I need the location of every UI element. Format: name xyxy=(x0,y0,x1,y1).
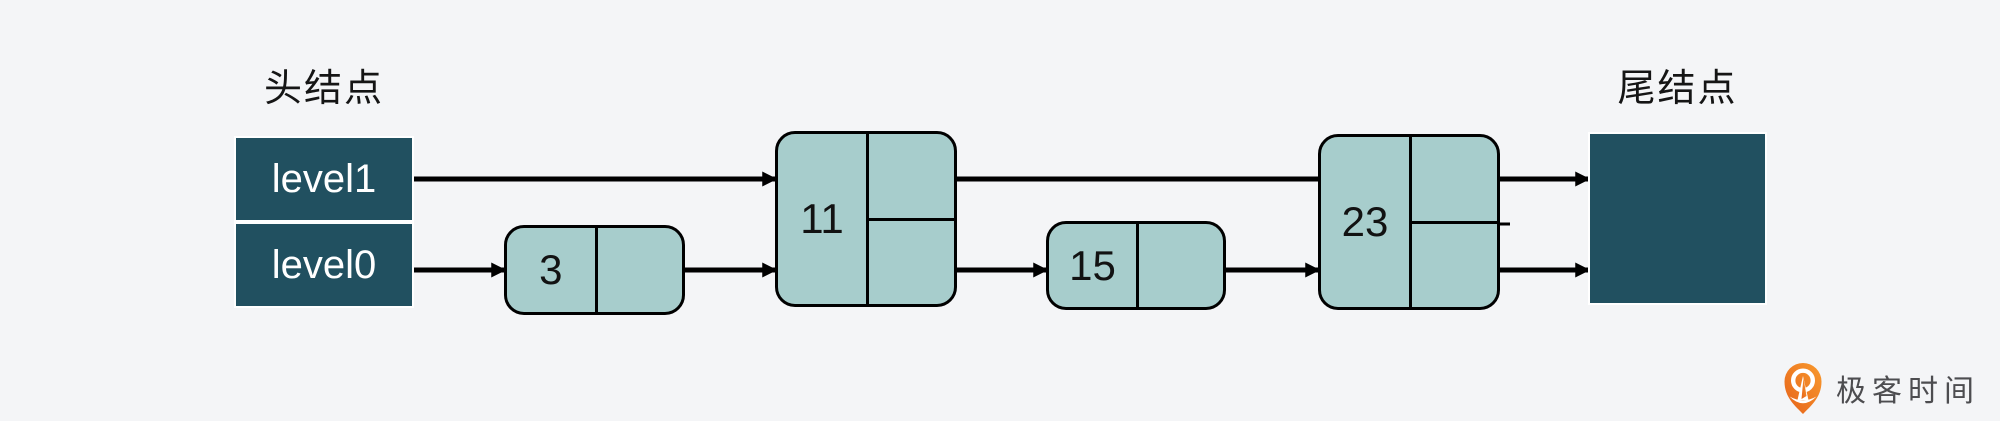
head-node-label: 头结点 xyxy=(263,68,384,110)
geektime-icon xyxy=(1784,363,1822,414)
geektime-logo-text: 极客时间 xyxy=(1836,375,1980,408)
geektime-logo: 极客时间 xyxy=(1782,361,1980,415)
pointer-column xyxy=(1409,137,1497,307)
node-value: 15 xyxy=(1069,241,1116,289)
head-level1-cell: level1 xyxy=(271,156,377,201)
pointer-column xyxy=(866,134,954,304)
pointer-cell-level0 xyxy=(869,221,954,305)
node-value: 3 xyxy=(539,246,563,293)
pointer-cell-level0 xyxy=(594,228,683,312)
node-value: 11 xyxy=(800,195,844,242)
tail-node-label: 尾结点 xyxy=(1617,68,1738,110)
pointer-cell-level0 xyxy=(1412,224,1497,308)
head-node: level1 level0 xyxy=(234,136,414,308)
pointer-cell-level1 xyxy=(1412,137,1497,224)
head-level0-cell: level0 xyxy=(236,220,412,306)
tail-node xyxy=(1588,132,1767,305)
node-value: 23 xyxy=(1341,198,1389,245)
pointer-cell-level0 xyxy=(1136,224,1223,307)
node-23: 23 xyxy=(1318,134,1500,310)
pointer-cell-level1 xyxy=(869,134,954,221)
node-15: 15 xyxy=(1046,221,1226,310)
node-3: 3 xyxy=(504,225,685,315)
node-11: 11 xyxy=(775,131,957,307)
